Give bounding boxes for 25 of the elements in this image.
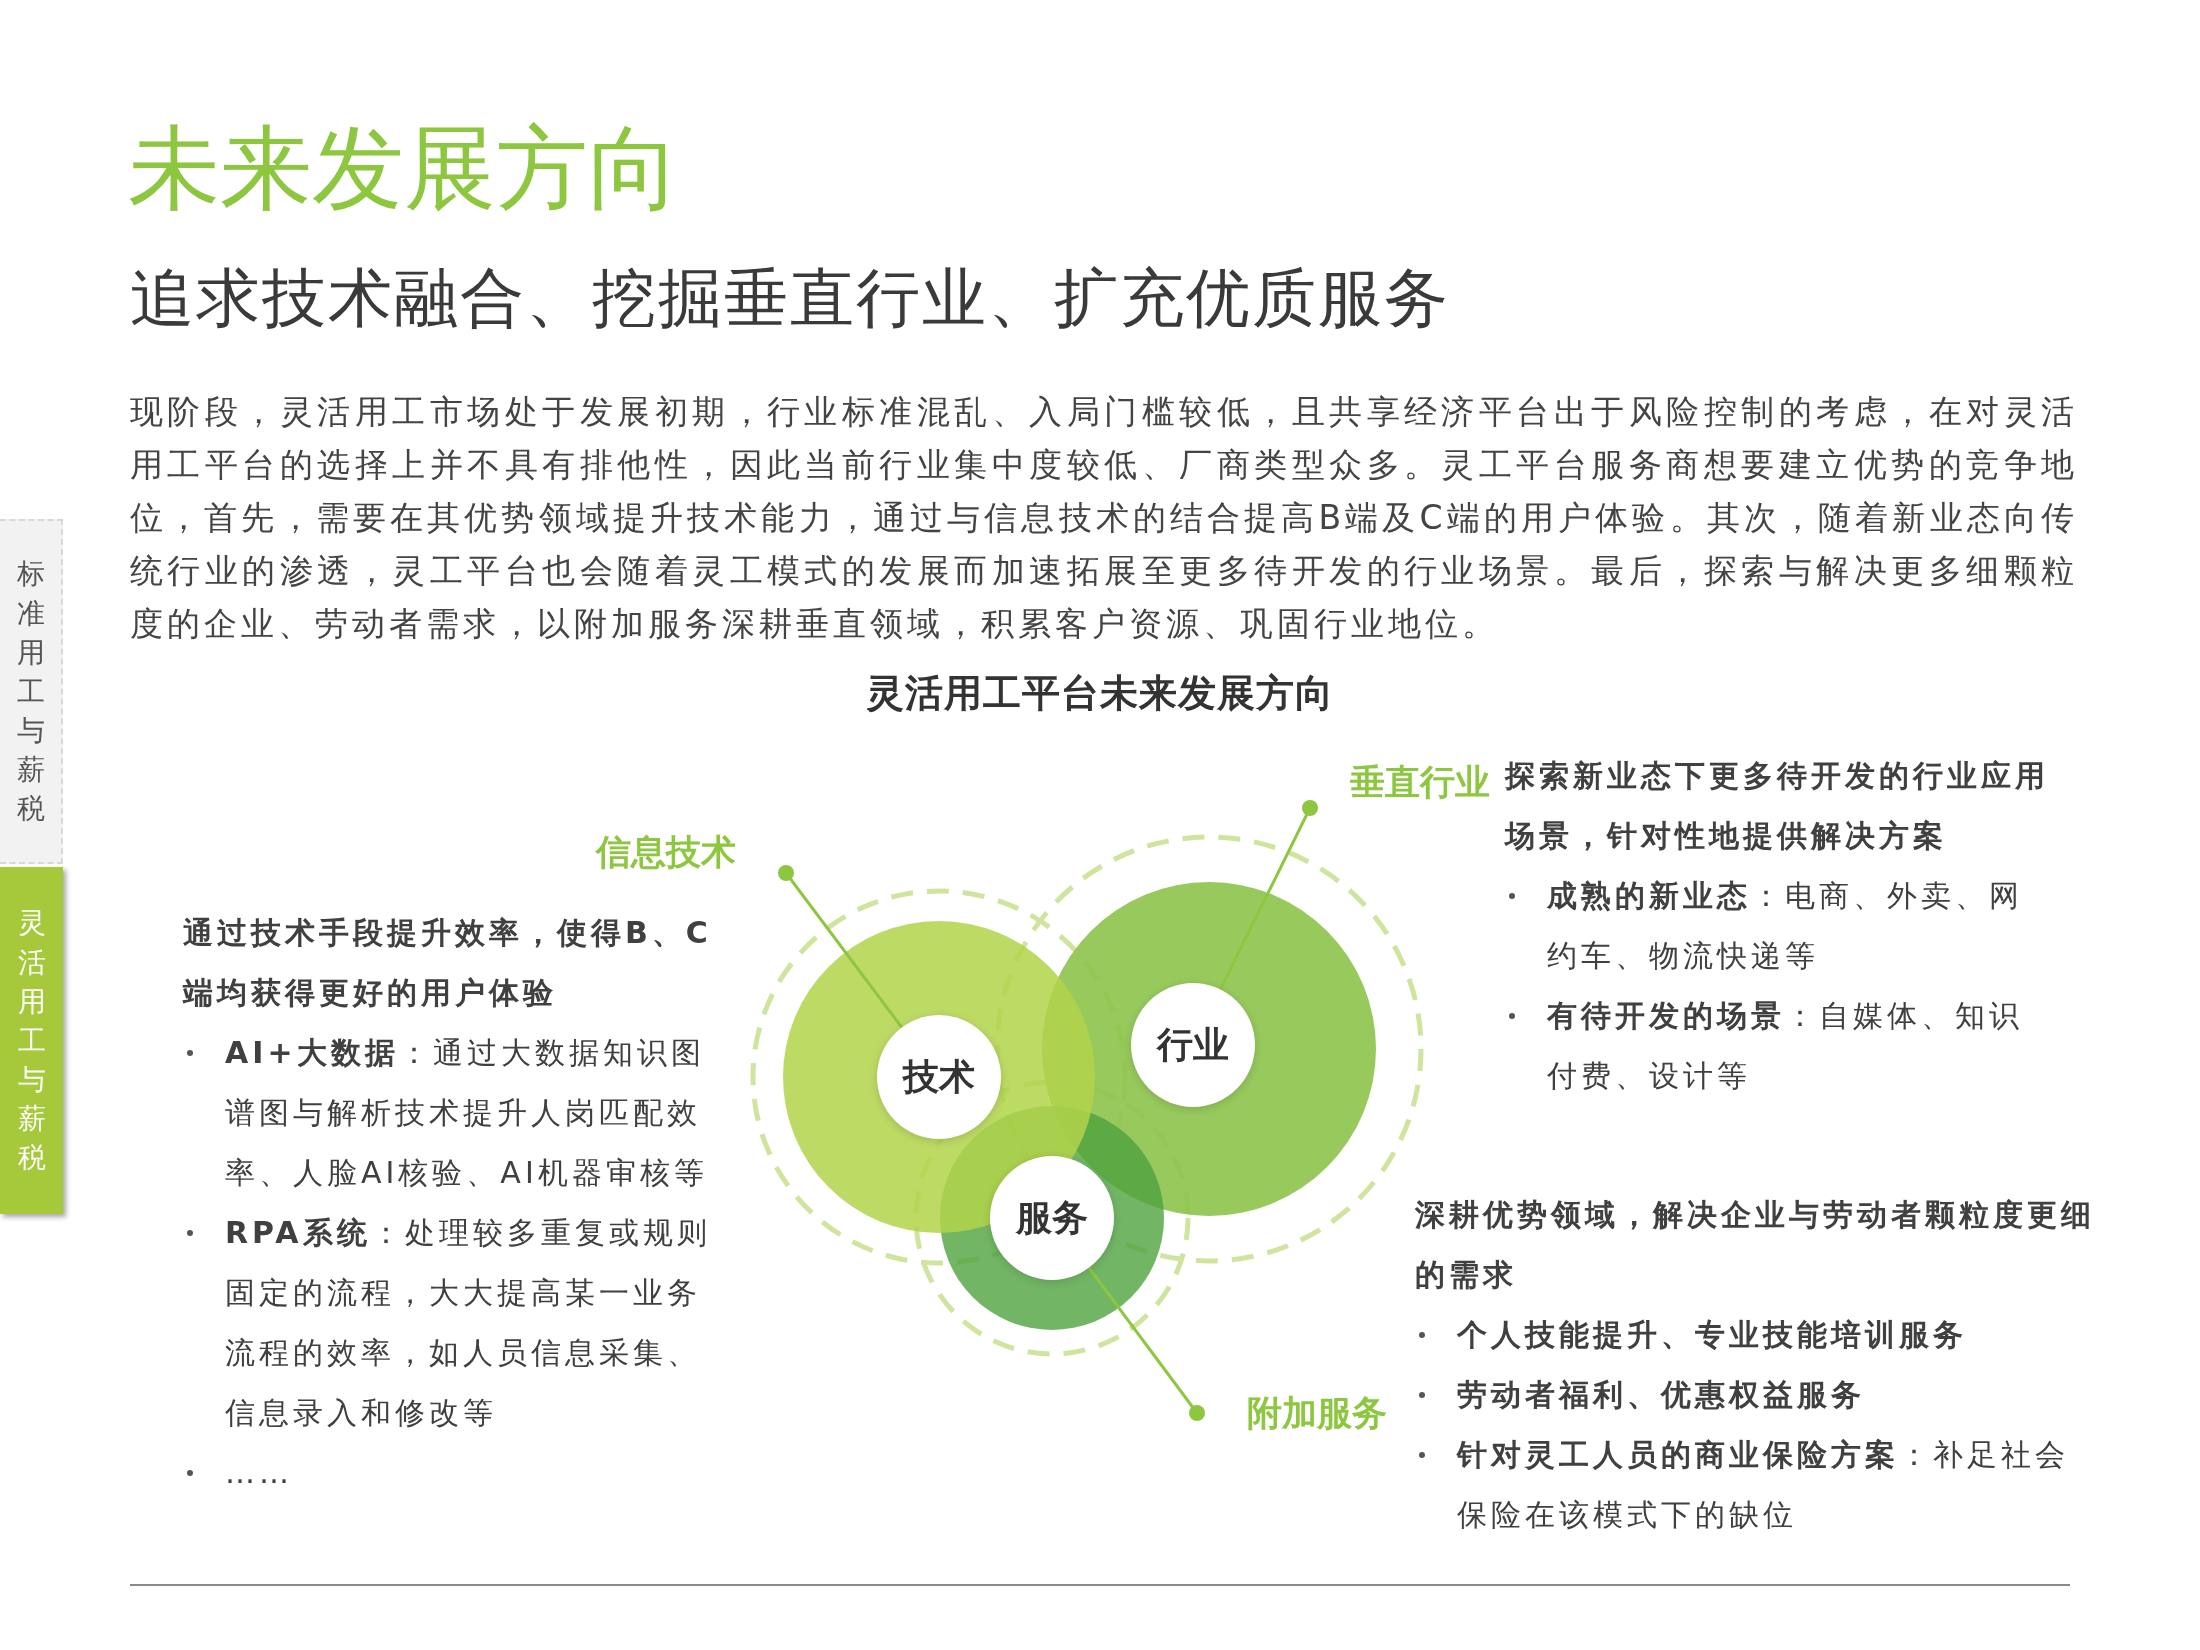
section-heading: 探索新业态下更多待开发的行业应用场景，针对性地提供解决方案 <box>1505 757 2050 855</box>
subtitle: 追求技术融合、挖掘垂直行业、扩充优质服务 <box>130 262 1450 336</box>
section-heading: 深耕优势领域，解决企业与劳动者颗粒度更细的需求 <box>1415 1196 2095 1294</box>
callout-label: 信息技术 <box>596 826 786 878</box>
callout-label: 附加服务 <box>1197 1387 1387 1439</box>
callout-label: 垂直行业 <box>1310 756 1490 808</box>
bullet-item: …… <box>183 1443 718 1503</box>
tab-label: 标准用工与薪税 <box>16 556 45 828</box>
section-heading: 通过技术手段提升效率，使得B、C端均获得更好的用户体验 <box>183 914 713 1012</box>
page-title: 未来发展方向 <box>128 118 680 220</box>
bullet-item: AI+大数据：通过大数据知识图谱图与解析技术提升人岗匹配效率、人脸AI核验、AI机器审核等 <box>183 1023 718 1203</box>
bullet-item: 个人技能提升、专业技能培训服务 <box>1415 1305 2095 1365</box>
side-tab <box>0 519 63 864</box>
intro-paragraph: 现阶段，灵活用工市场处于发展初期，行业标准混乱、入局门槛较低，且共享经济平台出于风险控制的考虑，在对灵活用工平台的选择上并不具有排他性，因此当前行业集中度较低、厂商类型众多。灵工平台服务商想要建立优势的竞争地位，首先，需要在其优势领域提升技术能力，通过与信息技术的结合提高B端及C端的用户体验。其次，随着新业态向传统行业的渗透，灵工平台也会随着灵工模式的发展而加速拓展至更多待开发的行业场景。最后，探索与解决更多细颗粒度的企业、劳动者需求，以附加服务深耕垂直领域，积累客户资源、巩固行业地位。 <box>130 391 2078 645</box>
tab-label: 灵活用工与薪税 <box>17 905 46 1177</box>
bullet-item: 针对灵工人员的商业保险方案：补足社会保险在该模式下的缺位 <box>1415 1425 2095 1545</box>
bullet-item: 成熟的新业态：电商、外卖、网约车、物流快递等 <box>1505 866 2050 986</box>
bullet-item: 有待开发的场景：自媒体、知识付费、设计等 <box>1505 986 2050 1106</box>
leader-line <box>1219 800 1318 991</box>
chart-title: 灵活用工平台未来发展方向 <box>865 670 1335 717</box>
side-tab <box>0 867 63 1214</box>
bullet-item: 劳动者福利、优惠权益服务 <box>1415 1365 2095 1425</box>
leader-line <box>778 865 903 1029</box>
bullet-item: RPA系统：处理较多重复或规则固定的流程，大大提高某一业务流程的效率，如人员信息采集、信息录入和修改等 <box>183 1203 718 1443</box>
leader-line <box>1087 1266 1205 1421</box>
